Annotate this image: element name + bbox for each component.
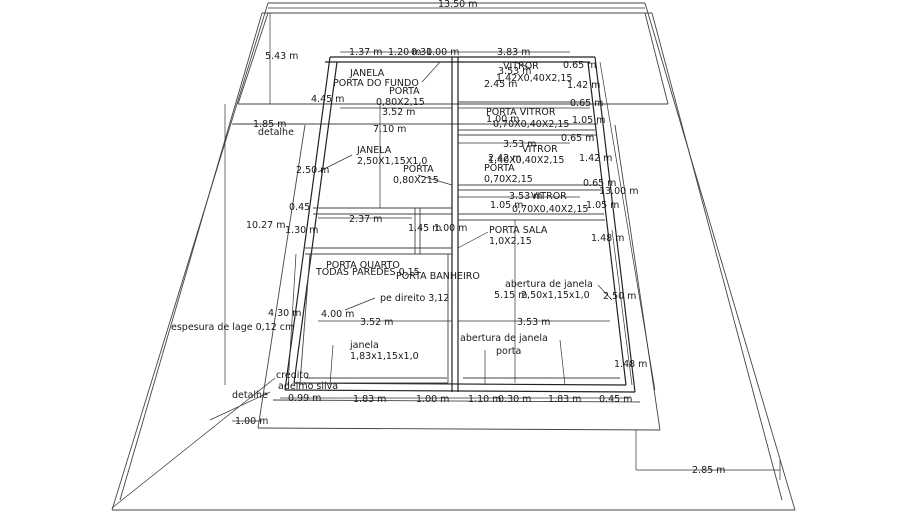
lbl-abertura-porta: porta xyxy=(496,346,521,357)
lbl-porta-do-fundo: PORTA DO FUNDO xyxy=(333,78,419,89)
dim-13-00: 13.00 m xyxy=(599,186,638,197)
dim-0-45-a: 0.45 xyxy=(289,202,310,213)
dimension-lines xyxy=(224,7,781,480)
lbl-pe-direito: pe direito 3,12 xyxy=(380,293,449,304)
dim-3-52-b: 3.52 m xyxy=(360,317,393,328)
dim-1-10: 1.10 m xyxy=(468,394,501,405)
lbl-abertura-janela-1: abertura de janela xyxy=(505,279,593,290)
lbl-janela-3-size: 1,83x1,15x1,0 xyxy=(350,351,419,362)
dim-4-00: 4.00 m xyxy=(321,309,354,320)
lbl-porta-3-size: 0,70X2,15 xyxy=(484,174,533,185)
lbl-detalhe-bottom: detalhe xyxy=(232,390,268,401)
interior-walls xyxy=(299,57,620,392)
dim-5-15: 5.15 m xyxy=(494,290,527,301)
dim-1-05-b: 1.05 m xyxy=(490,200,523,211)
lbl-porta-quarto: PORTA QUARTO xyxy=(326,260,400,271)
lbl-abertura-janela-2: abertura de janela xyxy=(460,333,548,344)
dim-1-48-a: 1.48 m xyxy=(591,233,624,244)
plan-labels: 13.50 m 5.43 m 1.37 m 1.20 m 0.30 1.00 m… xyxy=(171,0,725,476)
house-walls xyxy=(257,56,661,431)
leader-lines xyxy=(111,61,613,509)
lbl-detalhe-top: detalhe xyxy=(258,127,294,138)
dim-1-00-e: 1.00 m xyxy=(235,416,268,427)
dim-2-50-a: 2.50 m xyxy=(296,165,329,176)
dim-3-52-a: 3.52 m xyxy=(382,107,415,118)
lbl-vitror-3: VITROR xyxy=(531,191,567,202)
dim-13-50: 13.50 m xyxy=(438,0,477,10)
dim-1-37: 1.37 m xyxy=(349,47,382,58)
dim-1-00-b: 1.00 m xyxy=(486,114,519,125)
dim-1-85: 1.85 m xyxy=(253,119,286,130)
lbl-porta-sala-size: 1,0X2,15 xyxy=(489,236,532,247)
dim-3-53-b: 3.53 m xyxy=(503,139,536,150)
dim-0-65-c: 0.65 m xyxy=(561,133,594,144)
dim-10-27: 10.27 m xyxy=(246,220,285,231)
dim-1-30: 1.30 m xyxy=(285,225,318,236)
dim-0-99: 0.99 m xyxy=(288,393,321,404)
lot-outline xyxy=(111,2,796,511)
dim-0-65-a: 0.65 m xyxy=(563,60,596,71)
dim-1-00-top: 1.00 m xyxy=(426,47,459,58)
lbl-porta-2-size: 0,80X215 xyxy=(393,175,439,186)
dim-1-42-b: 1.42 m xyxy=(579,153,612,164)
lbl-espesura-lage: espesura de lage 0,12 cm xyxy=(171,322,294,333)
dim-4-30: 4.30 m xyxy=(268,308,301,319)
dim-7-10: 7.10 m xyxy=(373,124,406,135)
dim-2-42: 2.42 m xyxy=(488,153,521,164)
lbl-vitror-2: VITROR xyxy=(522,144,558,155)
dim-0-45-b: 0.45 m xyxy=(599,394,632,405)
dim-4-45: 4.45 m xyxy=(311,94,344,105)
lbl-todas-paredes: TODAS PAREDES 0,15 xyxy=(315,267,420,278)
lbl-porta-vitror-size: 0,70X0,40X2,15 xyxy=(493,119,569,130)
dim-0-30-b: 0.30 m xyxy=(498,394,531,405)
dim-0-30-a: 0.30 xyxy=(411,47,432,58)
lbl-vitror-2-size: 1,40X0,40X2,15 xyxy=(488,155,564,166)
dim-0-65-b: 0.65 m xyxy=(570,98,603,109)
dim-2-37: 2.37 m xyxy=(349,214,382,225)
dim-1-83-b: 1.83 m xyxy=(548,394,581,405)
lbl-porta-3: PORTA xyxy=(484,163,515,174)
lbl-credito: credito xyxy=(276,370,309,381)
lbl-abertura-janela-1-size: 2,50x1,15x1,0 xyxy=(521,290,590,301)
dim-3-53-c: 3.53 m xyxy=(509,191,542,202)
lbl-porta-sala: PORTA SALA xyxy=(489,225,548,236)
dim-3-53-a: 3.53 m xyxy=(498,66,531,77)
lbl-janela-2-size: 2,50X1,15X1,0 xyxy=(357,156,427,167)
dim-0-65-d: 0.65 m xyxy=(583,178,616,189)
dim-1-83-a: 1.83 m xyxy=(353,394,386,405)
dim-1-00-c: 1.00 m xyxy=(434,223,467,234)
lbl-adelmo: adelmo silva xyxy=(278,381,338,392)
dim-1-05-a: 1.05 m xyxy=(572,115,605,126)
lbl-porta-2: PORTA xyxy=(403,164,434,175)
lbl-janela-2: JANELA xyxy=(356,145,392,156)
lbl-janela-3: janela xyxy=(349,340,379,351)
dim-1-20: 1.20 m xyxy=(388,47,421,58)
lbl-porta-vitror: PORTA VITROR xyxy=(486,107,556,118)
lbl-porta-1: PORTA xyxy=(389,86,420,97)
dim-1-42-a: 1.42 m xyxy=(567,80,600,91)
dim-5-43: 5.43 m xyxy=(265,51,298,62)
dim-2-45: 2.45 m xyxy=(484,79,517,90)
dim-1-05-c: 1.05 m xyxy=(586,200,619,211)
dim-1-00-d: 1.00 m xyxy=(416,394,449,405)
dim-1-48-b: 1.48 m xyxy=(614,359,647,370)
dim-1-45: 1.45 m xyxy=(408,223,441,234)
lbl-porta-1-size: 0,80X2,15 xyxy=(376,97,425,108)
lbl-janela-top: JANELA xyxy=(349,68,385,79)
dim-3-53-d: 3.53 m xyxy=(517,317,550,328)
dim-2-50-b: 2.50 m xyxy=(603,291,636,302)
lbl-vitror-1-size: 1,42X0,40X2,15 xyxy=(496,73,572,84)
dim-2-85: 2.85 m xyxy=(692,465,725,476)
lbl-vitror-3-size: 0,70X0,40X2,15 xyxy=(512,204,588,215)
lbl-vitror-1: VITROR xyxy=(503,61,539,72)
lbl-porta-banheiro: PORTA BANHEIRO xyxy=(396,271,480,282)
dim-3-83: 3.83 m xyxy=(497,47,530,58)
